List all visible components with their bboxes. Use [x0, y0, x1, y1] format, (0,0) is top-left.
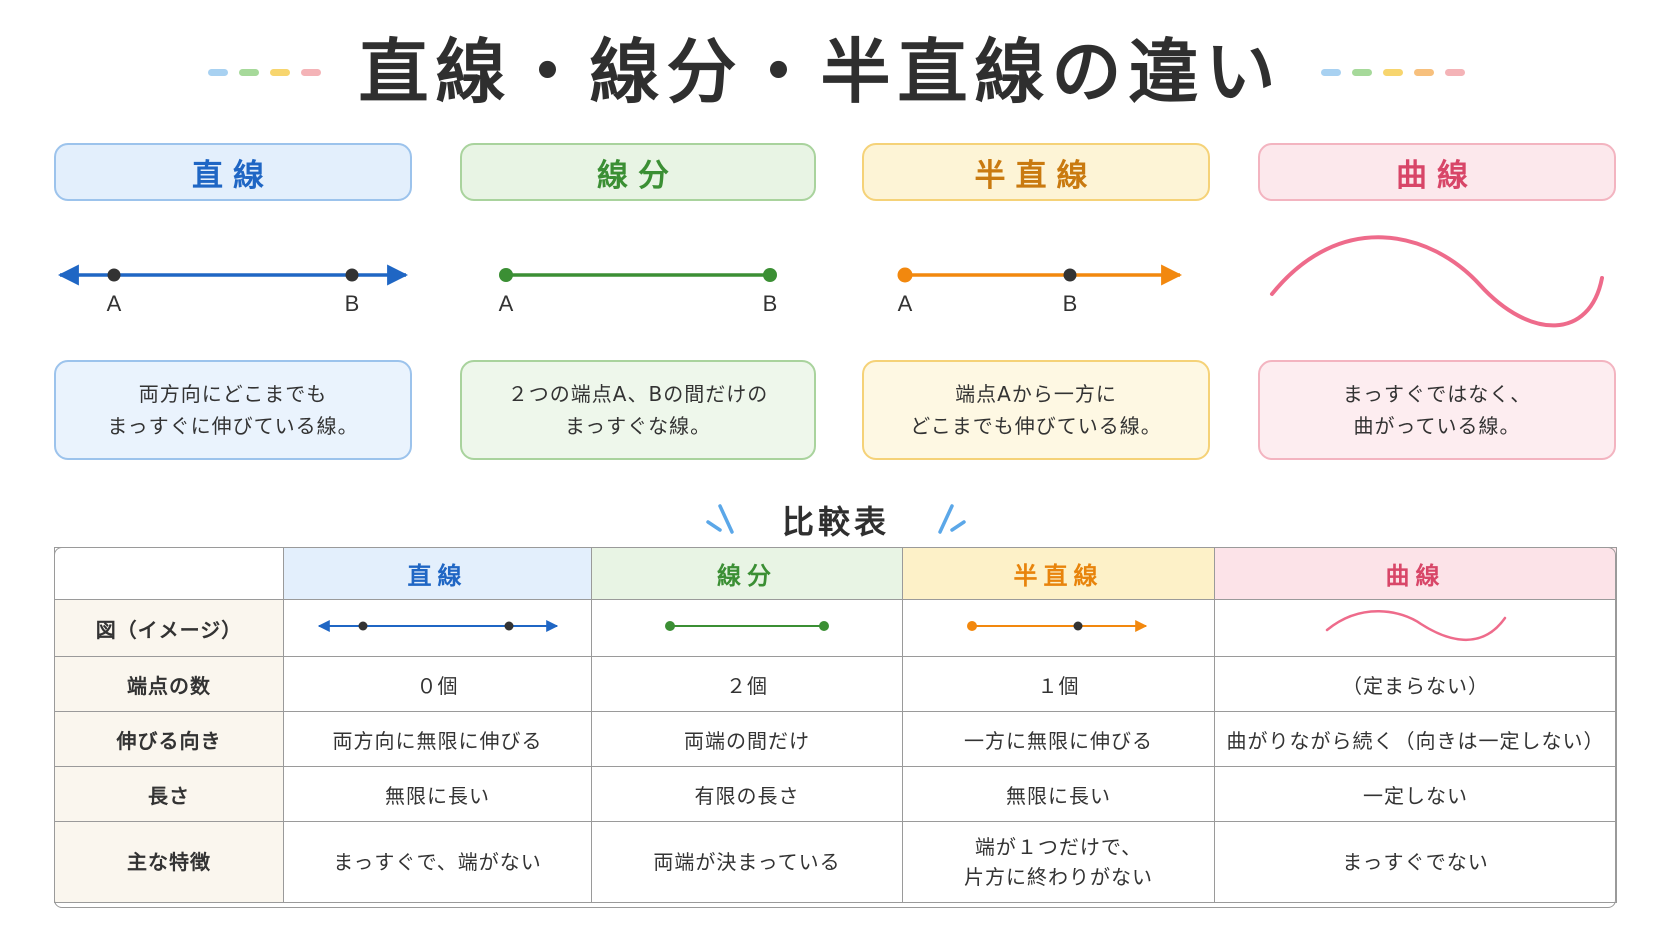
table-cell: （定まらない）: [1214, 656, 1617, 712]
description-line-1: ２つの端点A、Bの間だけの: [507, 382, 769, 406]
description-line-1: 両方向にどこまでも: [138, 382, 328, 406]
card-header-segment: 線分: [460, 143, 816, 201]
row-label: 端点の数: [54, 656, 284, 712]
table-row: 主な特徴 まっすぐで、端がない 両端が決まっている 端が１つだけで、 片方に終わ…: [54, 821, 1617, 903]
point-label-a: A: [107, 291, 122, 316]
card-description-line: 両方向にどこまでも まっすぐに伸びている線。: [54, 360, 412, 460]
row-label: 伸びる向き: [54, 711, 284, 767]
table-row: 端点の数 ０個 ２個 １個 （定まらない）: [54, 656, 1617, 712]
point-label-a: A: [499, 291, 514, 316]
cell-ray-figure: [902, 599, 1215, 657]
point-a: [499, 268, 513, 282]
title-area: 直線・線分・半直線の違い: [0, 22, 1672, 122]
cell-line-figure: [283, 599, 592, 657]
title-dashes-right: [1320, 68, 1465, 76]
row-label: 長さ: [54, 766, 284, 822]
table-cell: 一定しない: [1214, 766, 1617, 822]
mini-segment-figure: [665, 620, 829, 631]
dash-decoration: [1413, 68, 1434, 76]
line-figure: A B: [57, 264, 409, 316]
table-cell: 曲がりながら続く（向きは一定しない）: [1214, 711, 1617, 767]
table-cell: 無限に長い: [902, 766, 1215, 822]
comparison-table: 直線 線分 半直線 曲線 図（イメージ）: [54, 547, 1617, 903]
header-ray: 半直線: [902, 547, 1215, 600]
table-row: 図（イメージ）: [54, 599, 1617, 657]
cell-segment-figure: [591, 599, 903, 657]
dash-decoration: [1444, 68, 1465, 76]
title-dashes-left: [207, 68, 321, 76]
page-title: 直線・線分・半直線の違い: [358, 31, 1283, 113]
table-cell: １個: [902, 656, 1215, 712]
card-description-segment: ２つの端点A、Bの間だけの まっすぐな線。: [460, 360, 816, 460]
table-cell: 一方に無限に伸びる: [902, 711, 1215, 767]
dash-decoration: [1320, 68, 1341, 76]
header-empty: [54, 547, 284, 600]
table-title-area: 比較表: [0, 495, 1672, 545]
figures: A B A B A B: [57, 235, 1604, 328]
mini-curve-figure: [1325, 609, 1506, 641]
dash-decoration: [238, 68, 259, 76]
table-cell: まっすぐでない: [1214, 821, 1617, 903]
point-label-a: A: [898, 291, 913, 316]
point-label-b: B: [1063, 291, 1078, 316]
point-b: [345, 268, 359, 282]
point-label-b: B: [763, 291, 778, 316]
card-description-curve: まっすぐではなく、 曲がっている線。: [1258, 360, 1616, 460]
dash-decoration: [1351, 68, 1372, 76]
description-line-1: まっすぐではなく、: [1342, 382, 1532, 406]
sparkle-right-icon: [938, 504, 966, 534]
description-line-2: まっすぐに伸びている線。: [107, 414, 359, 438]
curve-figure: [1270, 235, 1604, 328]
table-title: 比較表: [781, 503, 890, 541]
description-line-2: どこまでも伸びている線。: [910, 414, 1162, 438]
point-b: [1063, 268, 1077, 282]
dash-decoration: [269, 68, 290, 76]
cell-curve-figure: [1214, 599, 1617, 657]
card-header-ray: 半直線: [862, 143, 1210, 201]
table-cell: 両端が決まっている: [591, 821, 903, 903]
dash-decoration: [207, 68, 228, 76]
point-a: [897, 267, 913, 283]
table-header-row: 直線 線分 半直線 曲線: [54, 547, 1617, 600]
sparkle-left-icon: [706, 504, 734, 534]
card-description-ray: 端点Aから一方に どこまでも伸びている線。: [862, 360, 1210, 460]
table-row: 長さ 無限に長い 有限の長さ 無限に長い 一定しない: [54, 766, 1617, 822]
description-line-1: 端点Aから一方に: [955, 382, 1117, 406]
header-line: 直線: [283, 547, 592, 600]
cell-line-2: 片方に終わりがない: [964, 865, 1153, 889]
description-line-2: まっすぐな線。: [564, 414, 712, 438]
table-cell: まっすぐで、端がない: [283, 821, 592, 903]
dash-decoration: [300, 68, 321, 76]
ray-figure: A B: [897, 264, 1183, 316]
table-cell: 端が１つだけで、 片方に終わりがない: [902, 821, 1215, 903]
card-header-line: 直線: [54, 143, 412, 201]
description-line-2: 曲がっている線。: [1353, 414, 1521, 438]
table-cell: 両方向に無限に伸びる: [283, 711, 592, 767]
table-cell: ２個: [591, 656, 903, 712]
card-header-curve: 曲線: [1258, 143, 1616, 201]
header-segment: 線分: [591, 547, 903, 600]
row-label: 主な特徴: [54, 821, 284, 903]
point-b: [763, 268, 777, 282]
segment-figure: A B: [499, 268, 778, 316]
header-curve: 曲線: [1214, 547, 1617, 600]
point-label-b: B: [345, 291, 360, 316]
table-cell: 無限に長い: [283, 766, 592, 822]
cell-line-1: 端が１つだけで、: [974, 835, 1143, 859]
mini-line-figure: [317, 619, 558, 632]
mini-ray-figure: [966, 619, 1147, 632]
table-row: 伸びる向き 両方向に無限に伸びる 両端の間だけ 一方に無限に伸びる 曲がりながら…: [54, 711, 1617, 767]
table-cell: ０個: [283, 656, 592, 712]
row-label: 図（イメージ）: [54, 599, 284, 657]
dash-decoration: [1382, 68, 1403, 76]
table-cell: 有限の長さ: [591, 766, 903, 822]
point-a: [107, 268, 121, 282]
table-cell: 両端の間だけ: [591, 711, 903, 767]
